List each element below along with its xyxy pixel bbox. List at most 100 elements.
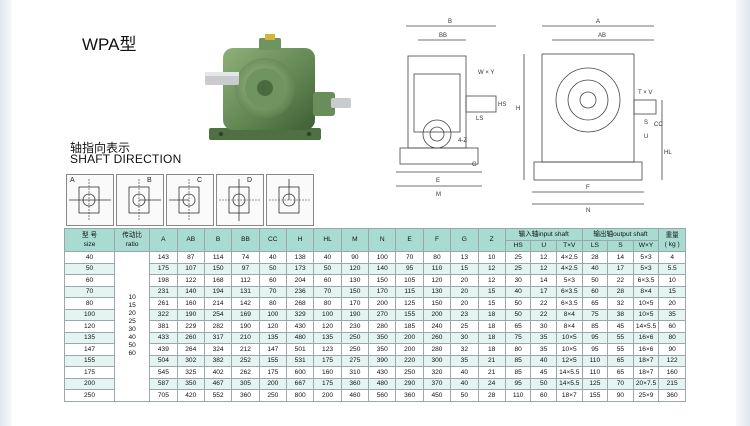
table-cell: 70 (607, 377, 634, 390)
table-cell: 220 (395, 354, 424, 367)
table-cell: 560 (368, 389, 397, 402)
table-cell: 110 (581, 354, 609, 367)
table-cell: 198 (149, 274, 178, 287)
table-cell: 65 (581, 297, 609, 310)
table-cell: 20 (450, 285, 479, 298)
table-cell: 60 (313, 274, 342, 287)
table-cell: 350 (368, 343, 397, 356)
table-cell: 80 (313, 297, 342, 310)
table-cell: 190 (176, 308, 205, 321)
table-cell: 24 (477, 377, 506, 390)
table-cell: 155 (395, 308, 424, 321)
table-cell: 75 (504, 331, 532, 344)
header-subcol: U (530, 239, 557, 252)
table-cell: 80 (422, 251, 452, 264)
header-col: G (450, 228, 479, 252)
table-cell: 130 (422, 285, 452, 298)
table-cell: 155 (63, 354, 116, 367)
table-cell: 16×6 (632, 331, 660, 344)
table-cell: 138 (285, 251, 315, 264)
table-cell: 402 (203, 366, 233, 379)
table-cell: 25×9 (632, 389, 660, 402)
table-cell: 50 (313, 262, 342, 275)
table-cell: 12 (530, 262, 557, 275)
table-cell: 18 (477, 320, 506, 333)
table-cell: 450 (422, 389, 452, 402)
table-cell: 5×3 (632, 262, 660, 275)
table-cell: 60 (258, 274, 288, 287)
table-cell: 10 (658, 274, 686, 287)
table-cell: 390 (368, 354, 397, 367)
dim-label-u: U (644, 134, 648, 140)
shaft-direction-diagrams: A B C D (66, 174, 314, 226)
table-cell: 65 (607, 354, 634, 367)
table-cell: 60 (581, 285, 609, 298)
table-cell: 21 (477, 366, 506, 379)
table-cell: 110 (581, 366, 609, 379)
table-cell: 140 (176, 285, 205, 298)
table-cell: 40 (450, 366, 479, 379)
header-col: BB (231, 228, 260, 252)
table-cell: 40 (313, 251, 342, 264)
table-cell: 175 (313, 354, 342, 367)
table-cell: 22 (530, 297, 557, 310)
table-cell: 95 (395, 262, 424, 275)
table-cell: 175 (149, 262, 178, 275)
left-frame-edge (0, 0, 12, 426)
table-cell: 123 (313, 343, 342, 356)
dim-label-e: E (436, 178, 440, 184)
table-cell: 85 (581, 320, 609, 333)
table-cell: 667 (285, 377, 315, 390)
table-cell: 250 (340, 343, 370, 356)
dimension-drawing: B BB W × Y HS LS 4-Z G E M A AB T × V CC… (396, 19, 672, 214)
table-cell: 28 (581, 251, 609, 264)
table-cell: 322 (149, 308, 178, 321)
table-cell: 32 (607, 297, 634, 310)
table-cell: 260 (422, 331, 452, 344)
table-cell: 210 (231, 331, 260, 344)
table-cell: 55 (607, 343, 634, 356)
header-subcol: LS (581, 239, 609, 252)
table-cell: 250 (63, 389, 116, 402)
table-cell: 110 (504, 389, 532, 402)
table-cell: 587 (149, 377, 178, 390)
ratio-value: 25 (128, 318, 136, 326)
table-cell: 175 (313, 377, 342, 390)
table-cell: 50 (504, 308, 532, 321)
table-cell: 40 (581, 262, 609, 275)
table-cell: 350 (176, 377, 205, 390)
table-cell: 14×5.5 (632, 320, 660, 333)
table-cell: 114 (203, 251, 233, 264)
header-col: E (395, 228, 424, 252)
table-cell: 250 (395, 366, 424, 379)
table-cell: 85 (504, 366, 532, 379)
table-cell: 501 (285, 343, 315, 356)
table-cell: 280 (422, 343, 452, 356)
table-cell: 20×7.5 (632, 377, 660, 390)
table-cell: 173 (285, 262, 315, 275)
shaft-direction-cn: 轴指向表示 (70, 141, 131, 155)
table-cell: 310 (340, 366, 370, 379)
table-cell: 50 (63, 262, 116, 275)
table-cell: 60 (530, 389, 557, 402)
table-cell: 15 (658, 285, 686, 298)
table-cell: 22 (607, 274, 634, 287)
table-cell: 4 (658, 251, 686, 264)
direction-box-b: B (116, 174, 164, 226)
table-cell: 6×3.5 (556, 285, 583, 298)
table-cell: 430 (368, 366, 397, 379)
table-cell: 100 (368, 251, 397, 264)
table-cell: 140 (368, 262, 397, 275)
table-cell: 240 (422, 320, 452, 333)
table-cell: 70 (63, 285, 116, 298)
table-cell: 115 (395, 285, 424, 298)
table-cell: 150 (340, 285, 370, 298)
